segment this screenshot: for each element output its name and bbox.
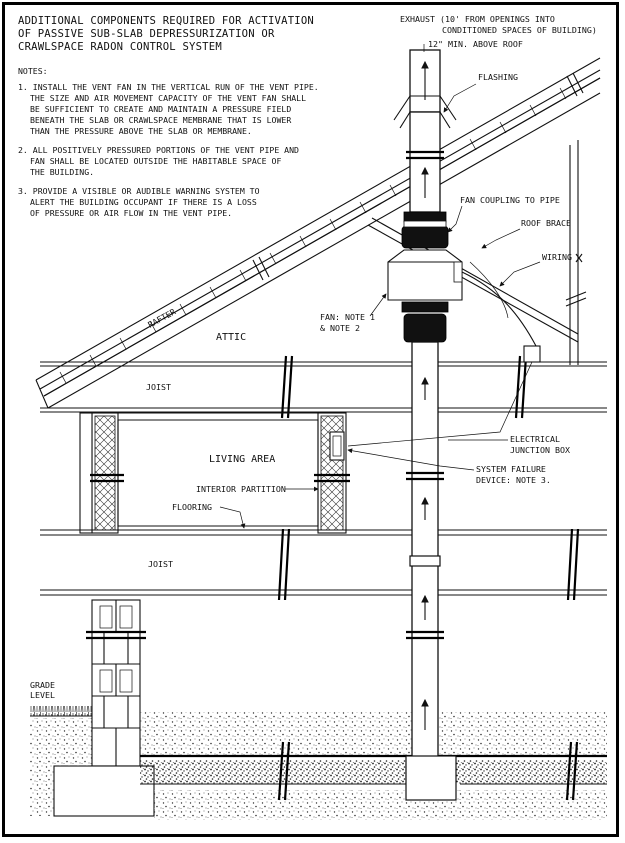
note-1-line-1: 1. INSTALL THE VENT FAN IN THE VERTICAL … [18, 82, 319, 92]
joist-upper-label: JOIST [146, 382, 171, 392]
note-3-line-2: ALERT THE BUILDING OCCUPANT IF THERE IS … [30, 197, 257, 207]
title-line-2: OF PASSIVE SUB-SLAB DEPRESSURIZATION OR [18, 28, 275, 40]
system-failure-label-2: DEVICE: NOTE 3. [476, 475, 551, 485]
living-area: LIVING AREA INTERIOR PARTITION FLOORING [79, 412, 350, 534]
roof-brace-label: ROOF BRACE [521, 218, 571, 228]
rafter-label: RAFTER [146, 306, 177, 329]
grade-level-label-1: GRADE [30, 680, 55, 690]
note-3-line-3: OF PRESSURE OR AIR FLOW IN THE VENT PIPE… [30, 208, 232, 218]
min-above-roof-label: 12" MIN. ABOVE ROOF [428, 39, 523, 49]
notes-heading: NOTES: [18, 66, 48, 76]
ground-and-slab: GRADE LEVEL [30, 680, 607, 820]
fan-note-label-1: FAN: NOTE 1 [320, 312, 375, 322]
exhaust-label-1: EXHAUST (10' FROM OPENINGS INTO [400, 14, 555, 24]
interior-partition-label: INTERIOR PARTITION [196, 484, 286, 494]
note-1-line-4: BENEATH THE SLAB OR CRAWLSPACE MEMBRANE … [30, 115, 291, 125]
note-1-line-3: BE SUFFICIENT TO CREATE AND MAINTAIN A P… [30, 104, 291, 114]
callouts: EXHAUST (10' FROM OPENINGS INTO CONDITIO… [320, 14, 597, 485]
note-1-line-5: THAN THE PRESSURE ABOVE THE SLAB OR MEMB… [30, 126, 252, 136]
note-2-line-1: 2. ALL POSITIVELY PRESSURED PORTIONS OF … [18, 145, 299, 155]
foundation-wall [53, 599, 155, 817]
ceiling-joist: JOIST ATTIC [40, 332, 607, 419]
roof-assembly: RAFTER [35, 57, 601, 409]
system-failure-label-1: SYSTEM FAILURE [476, 464, 546, 474]
title-block: ADDITIONAL COMPONENTS REQUIRED FOR ACTIV… [18, 15, 314, 53]
exhaust-label-2: CONDITIONED SPACES OF BUILDING) [442, 25, 597, 35]
electrical-label-1: ELECTRICAL [510, 434, 560, 444]
title-line-1: ADDITIONAL COMPONENTS REQUIRED FOR ACTIV… [18, 15, 314, 27]
note-1-line-2: THE SIZE AND AIR MOVEMENT CAPACITY OF TH… [30, 93, 306, 103]
attic-label: ATTIC [216, 332, 246, 343]
notes-block: NOTES: 1. INSTALL THE VENT FAN IN THE VE… [18, 66, 319, 218]
title-line-3: CRAWLSPACE RADON CONTROL SYSTEM [18, 41, 222, 53]
grade-level-label-2: LEVEL [30, 690, 55, 700]
note-2-line-2: FAN SHALL BE LOCATED OUTSIDE THE HABITAB… [30, 156, 281, 166]
flooring-label: FLOORING [172, 502, 212, 512]
floor-joist: JOIST [40, 528, 607, 601]
flashing-label: FLASHING [478, 72, 518, 82]
note-2-line-3: THE BUILDING. [30, 167, 94, 177]
vent-pipe [387, 49, 463, 801]
electrical-label-2: JUNCTION BOX [510, 445, 570, 455]
wiring-label: WIRING [542, 252, 572, 262]
living-area-label: LIVING AREA [209, 454, 275, 465]
wiring [347, 261, 541, 447]
fan-note-label-2: & NOTE 2 [320, 323, 360, 333]
joist-lower-label: JOIST [148, 559, 173, 569]
note-3-line-1: 3. PROVIDE A VISIBLE OR AUDIBLE WARNING … [18, 186, 260, 196]
fan-coupling-label: FAN COUPLING TO PIPE [460, 195, 560, 205]
